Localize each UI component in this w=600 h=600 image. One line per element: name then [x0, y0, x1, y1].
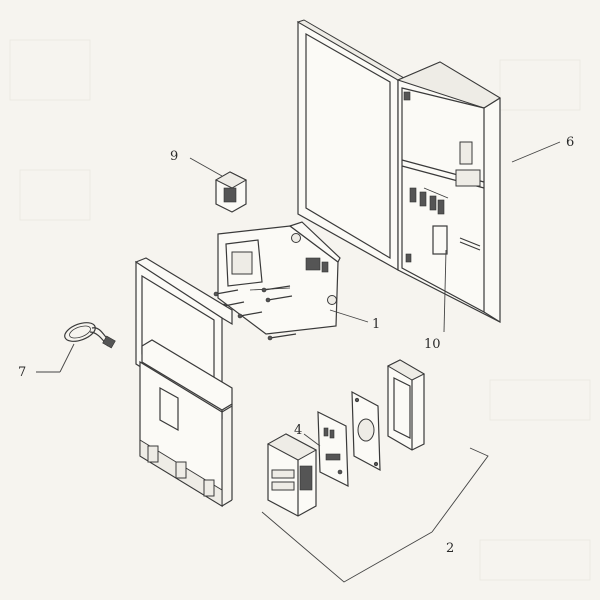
relay-block [459, 141, 473, 165]
din-module [432, 225, 448, 255]
callout-4: 4 [294, 423, 302, 438]
background-ghosting [9, 39, 591, 581]
mounting-bracket [134, 257, 233, 508]
callout-10: 10 [424, 337, 441, 352]
hinge-bottom [405, 253, 412, 263]
callout-9: 9 [170, 149, 178, 164]
cabinet-door-window [305, 32, 391, 260]
hinge-top [403, 91, 411, 101]
callout-leaders [36, 141, 561, 583]
callout-1: 1 [372, 317, 380, 332]
part-1-controller-board [183, 221, 341, 341]
callout-6: 6 [566, 135, 574, 150]
terminal-a [409, 187, 417, 203]
bracket-cutout [159, 386, 179, 432]
callout-2: 2 [446, 541, 454, 556]
callout-labels: 9 6 1 10 7 4 2 [18, 135, 574, 556]
part-9-cap [214, 171, 248, 213]
inner-rail [459, 237, 481, 247]
part-2-cover-box [386, 359, 426, 451]
enclosure-cabinet [296, 19, 501, 323]
part-7-cable [64, 322, 116, 349]
part-2-power-module [266, 433, 318, 517]
callout-7: 7 [18, 365, 26, 380]
part-4-terminal-plate [317, 411, 349, 487]
part-2-gasket-plate [351, 390, 381, 472]
